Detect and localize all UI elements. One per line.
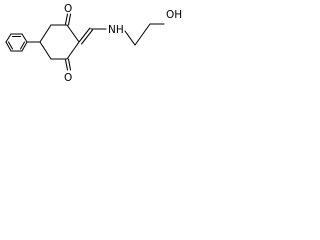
- phenyl-bond: [5, 33, 12, 43]
- oxygen-bottom-label: O: [64, 72, 72, 84]
- nitrogen-to-ethyl-bond: [124, 30, 136, 46]
- chemical-structure: O O NH OH: [5, 3, 182, 84]
- phenyl-bond: [21, 41, 28, 52]
- alkene-bond: [78, 27, 91, 43]
- ethyl-bond: [134, 23, 151, 46]
- phenyl-bond: [21, 33, 28, 43]
- phenyl-ring: [5, 33, 28, 52]
- carbonyl-bottom: O: [64, 58, 72, 84]
- carbonyl-double-bond: [64, 59, 69, 71]
- cyclohexanedione-ring: [39, 24, 80, 60]
- oxygen-top-label: O: [64, 3, 72, 15]
- phenyl-bond: [5, 41, 12, 52]
- ring-bond: [39, 24, 52, 43]
- carbonyl-top: O: [64, 3, 72, 26]
- carbonyl-double-bond: [64, 13, 69, 25]
- exocyclic-double-bond: [78, 27, 94, 45]
- phenyl-double-bond: [7, 41, 14, 50]
- ring-bond: [39, 41, 52, 60]
- ring-bond: [66, 41, 80, 60]
- phenyl-double-bond: [19, 41, 26, 50]
- hydroxyl-label: OH: [166, 9, 182, 21]
- ring-bond: [66, 24, 80, 43]
- carbonyl-double-bond: [67, 58, 72, 71]
- alkene-bond: [80, 29, 94, 45]
- carbonyl-double-bond: [67, 13, 72, 26]
- nitrogen-label: NH: [108, 24, 124, 36]
